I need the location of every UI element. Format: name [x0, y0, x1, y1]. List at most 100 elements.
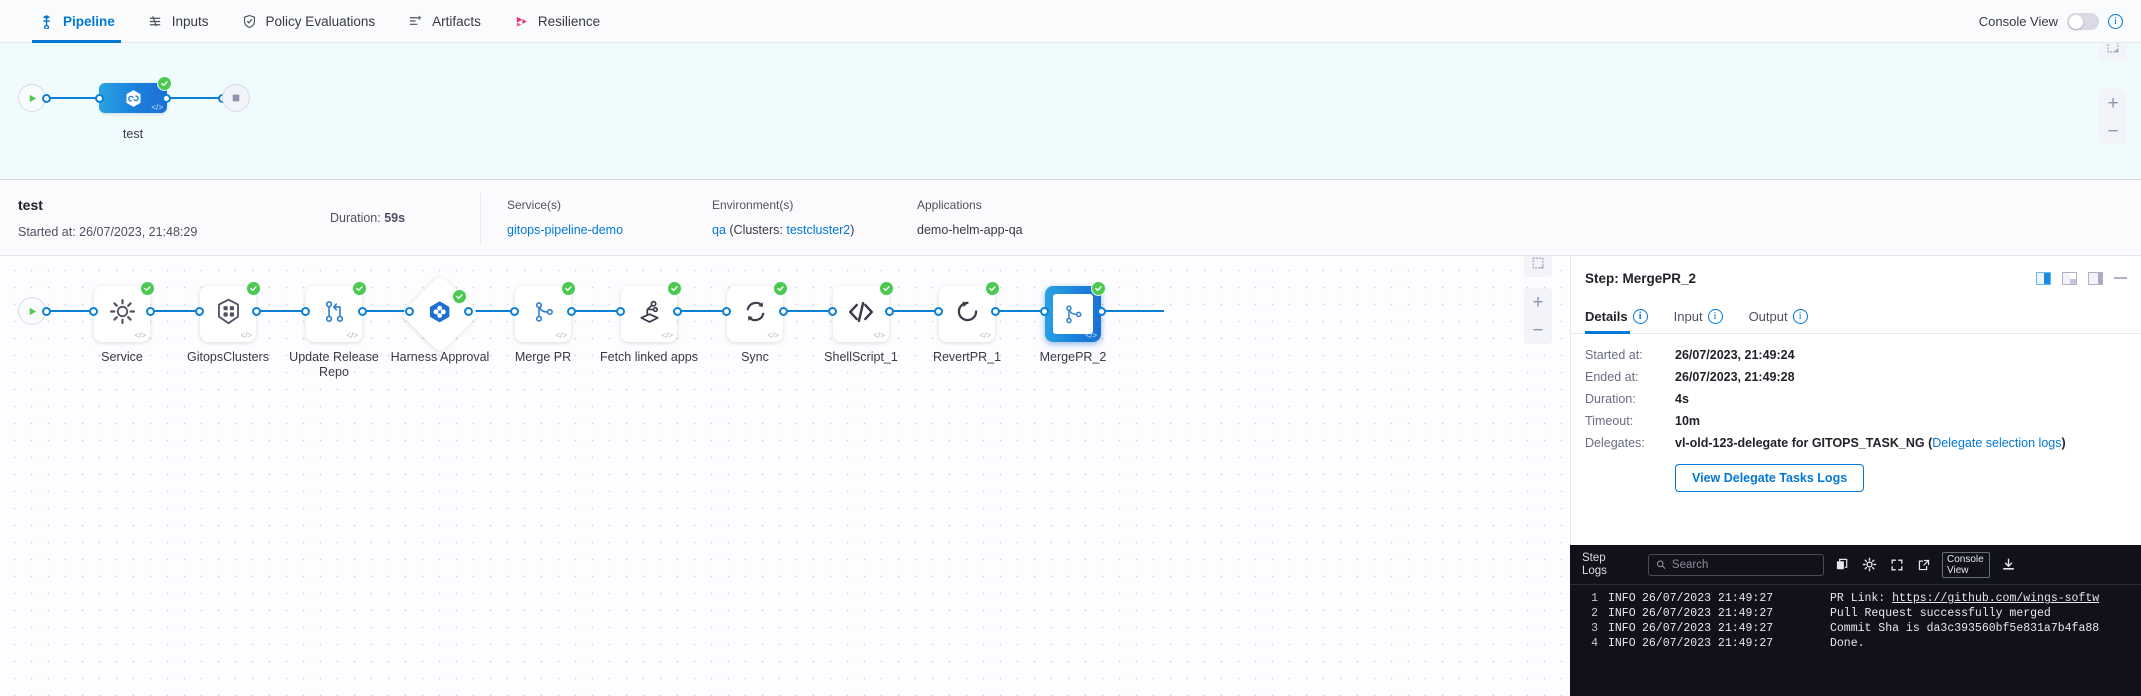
detail-key-duration: Duration: — [1585, 392, 1636, 406]
step-graph-start-node[interactable] — [18, 297, 46, 325]
log-line-message: Done. — [1830, 637, 1865, 650]
detail-row-duration: Duration: 4s — [1585, 392, 2127, 406]
tab-output-label: Output — [1748, 309, 1788, 324]
tab-artifacts[interactable]: Artifacts — [391, 0, 497, 43]
graph-zoom-out-button[interactable]: − — [1532, 319, 1544, 341]
console-view-control: Console View i — [1979, 0, 2123, 43]
download-icon[interactable] — [2000, 556, 2017, 573]
log-line-message: Commit Sha is da3c393560bf5e831a7b4fa88 — [1830, 622, 2100, 635]
console-view-toggle[interactable] — [2067, 13, 2099, 30]
artifacts-icon — [407, 13, 424, 30]
port-out-sync — [779, 306, 788, 316]
delegate-selection-logs-link[interactable]: Delegate selection logs — [1932, 436, 2062, 450]
edge-1 — [153, 310, 201, 312]
log-line-time: 26/07/2023 21:49:27 — [1642, 622, 1774, 635]
check-icon — [565, 286, 572, 292]
console-view-info-icon[interactable]: i — [2108, 14, 2123, 29]
copy-icon[interactable] — [1834, 556, 1851, 573]
tab-output[interactable]: Output i — [1749, 300, 1808, 334]
open-external-icon[interactable] — [1915, 556, 1932, 573]
minimap-zoom-out-button[interactable]: − — [2107, 120, 2119, 142]
step-node-gitopsclusters[interactable]: </> — [200, 286, 256, 342]
log-line-number: 4 — [1591, 637, 1598, 650]
minimap-zoom-in-button[interactable]: + — [2107, 92, 2119, 114]
step-graph-canvas[interactable]: </> Service </> — [0, 256, 1570, 696]
edge-3 — [365, 310, 409, 312]
output-info-icon[interactable]: i — [1792, 309, 1808, 324]
step-node-merge-pr[interactable]: </> — [515, 286, 571, 342]
graph-stop-node[interactable] — [222, 84, 250, 112]
environment-link[interactable]: qa — [712, 223, 726, 237]
graph-start-node[interactable] — [18, 84, 46, 112]
input-info-icon[interactable]: i — [1707, 309, 1723, 324]
log-search-input[interactable] — [1671, 558, 1816, 571]
detail-key-delegates: Delegates: — [1585, 436, 1645, 450]
step-node-revertpr-1[interactable]: </> — [939, 286, 995, 342]
step-node-update-release-repo[interactable]: </> — [306, 286, 362, 342]
stage-graph-canvas[interactable]: </> test + − — [0, 43, 2141, 179]
tab-pipeline[interactable]: Pipeline — [22, 0, 131, 43]
fullscreen-icon[interactable] — [1888, 556, 1905, 573]
graph-zoom-in-button[interactable]: + — [1532, 291, 1544, 313]
layout-split-right-icon[interactable] — [2036, 271, 2051, 285]
layout-panel-right-icon[interactable] — [2088, 271, 2103, 285]
port-out-fetch-linked-apps — [673, 306, 682, 316]
step-label-fetch-linked-apps: Fetch linked apps — [600, 350, 698, 364]
step-code-badge: </> — [134, 331, 146, 340]
check-icon — [144, 286, 151, 292]
step-label-sync: Sync — [741, 350, 769, 364]
step-node-harness-approval[interactable] — [400, 274, 480, 354]
step-node-shellscript-1[interactable]: </> — [833, 286, 889, 342]
view-delegate-tasks-logs-button[interactable]: View Delegate Tasks Logs — [1675, 464, 1865, 492]
delegates-text: vl-old-123-delegate for GITOPS_TASK_NG ( — [1675, 436, 1933, 450]
log-search-box[interactable] — [1648, 553, 1824, 576]
graph-fit-button[interactable] — [1524, 256, 1552, 277]
tab-input[interactable]: Input i — [1674, 300, 1723, 334]
log-line-level: INFO — [1608, 637, 1636, 650]
service-link[interactable]: gitops-pipeline-demo — [507, 223, 624, 237]
layout-split-bottom-icon[interactable] — [2062, 271, 2077, 285]
tab-policy-evaluations-label: Policy Evaluations — [265, 13, 376, 29]
shield-check-icon — [241, 13, 258, 30]
stage-status-success-badge — [157, 76, 172, 91]
pr-link[interactable]: https://github.com/wings-softw — [1892, 592, 2100, 605]
step-node-service[interactable]: </> — [94, 286, 150, 342]
console-view-button[interactable]: Console View — [1942, 551, 1990, 578]
tab-policy-evaluations[interactable]: Policy Evaluations — [225, 0, 392, 43]
edge-9 — [998, 310, 1046, 312]
stage-node-test[interactable]: </> — [99, 83, 167, 113]
step-details-tabs: Details i Input i Output i — [1571, 300, 2141, 334]
step-node-fetch-linked-apps[interactable]: </> — [621, 286, 677, 342]
tab-inputs[interactable]: Inputs — [131, 0, 225, 43]
gear-icon[interactable] — [1861, 556, 1878, 573]
log-line-time: 26/07/2023 21:49:27 — [1642, 637, 1774, 650]
step-graph-inner: </> Service </> — [0, 256, 1570, 696]
panel-minimize-icon[interactable] — [2114, 277, 2127, 279]
step-node-sync[interactable]: </> — [727, 286, 783, 342]
tab-details[interactable]: Details i — [1585, 300, 1648, 334]
step-details-title: Step: MergePR_2 — [1585, 270, 1697, 286]
step-details-key-values: Started at: 26/07/2023, 21:49:24 Ended a… — [1571, 334, 2141, 492]
minimap-fit-button[interactable] — [2099, 43, 2127, 61]
console-title-line2: Logs — [1582, 564, 1607, 577]
stage-code-badge: </> — [151, 103, 163, 112]
check-icon — [161, 81, 168, 87]
step-details-header: Step: MergePR_2 — [1571, 256, 2141, 300]
port-out-mergepr-2 — [1097, 306, 1106, 316]
step-logs-console: Step Logs — [1570, 545, 2141, 696]
step-node-mergepr-2[interactable]: </> — [1045, 286, 1101, 342]
edge-8 — [892, 310, 940, 312]
tab-artifacts-label: Artifacts — [432, 13, 481, 29]
details-info-icon[interactable]: i — [1632, 309, 1648, 324]
detail-row-ended-at: Ended at: 26/07/2023, 21:49:28 — [1585, 370, 2127, 384]
console-view-pill-line2: View — [1947, 564, 1969, 576]
edge-stage-stop — [170, 97, 222, 99]
tab-resilience[interactable]: Resilience — [497, 0, 616, 43]
edge-4 — [469, 310, 515, 312]
port-in-merge-pr — [510, 306, 519, 316]
cluster-link[interactable]: testcluster2 — [786, 223, 851, 237]
edge-2 — [259, 310, 307, 312]
detail-value-started-at: 26/07/2023, 21:49:24 — [1675, 348, 1795, 362]
log-lines[interactable]: 1 INFO 26/07/2023 21:49:27 PR Link: http… — [1570, 585, 2141, 651]
port-out-gitopsclusters — [252, 306, 261, 316]
